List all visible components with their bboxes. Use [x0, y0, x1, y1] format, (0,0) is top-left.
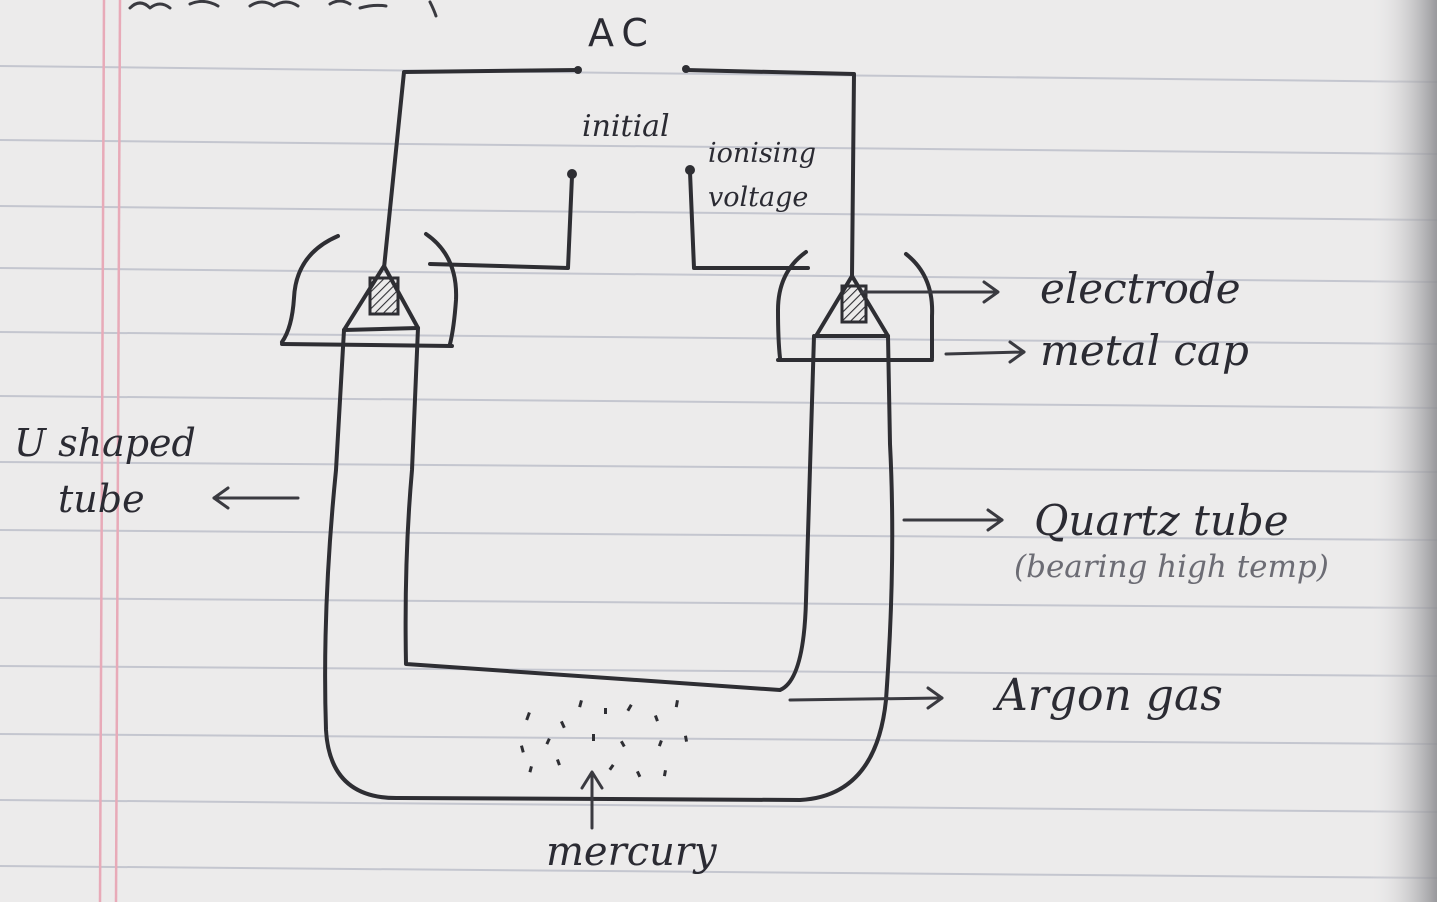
left-metal-cap — [280, 232, 459, 348]
argon-gas-label: Argon gas — [996, 670, 1223, 721]
u-shaped-label: U shaped — [14, 421, 196, 465]
mercury-arrow — [580, 770, 604, 830]
left-electrode — [342, 264, 420, 332]
mercury-label: mercury — [546, 829, 717, 875]
u-shaped-quartz-tube — [323, 326, 895, 802]
ac-circuit-wire — [382, 65, 856, 278]
quartz-tube-note: (bearing high temp) — [1014, 549, 1329, 585]
quartz-tube-label: Quartz tube — [1034, 496, 1289, 545]
quartz-tube-arrow — [902, 508, 1004, 532]
argon-gas-arrow — [788, 686, 944, 710]
right-metal-cap — [776, 250, 935, 362]
ionising-voltage-circuit — [428, 165, 810, 270]
voltage-label: voltage — [708, 182, 809, 213]
u-tube-arrow — [212, 486, 300, 510]
page-edge-shadow — [1370, 0, 1437, 902]
metal-cap-label: metal cap — [1040, 326, 1249, 375]
ruled-lines — [0, 65, 1437, 879]
electrode-arrow — [860, 280, 1000, 304]
ionising-label: ionising — [708, 138, 817, 169]
cropped-handwriting — [128, 0, 438, 18]
mercury-droplets — [520, 700, 688, 778]
initial-label: initial — [582, 109, 670, 144]
electrode-label: electrode — [1040, 264, 1241, 313]
margin-line — [98, 0, 122, 902]
tube-label: tube — [58, 477, 145, 521]
metal-cap-arrow — [944, 340, 1026, 364]
ac-label: AC — [588, 11, 656, 55]
right-electrode — [814, 274, 890, 338]
